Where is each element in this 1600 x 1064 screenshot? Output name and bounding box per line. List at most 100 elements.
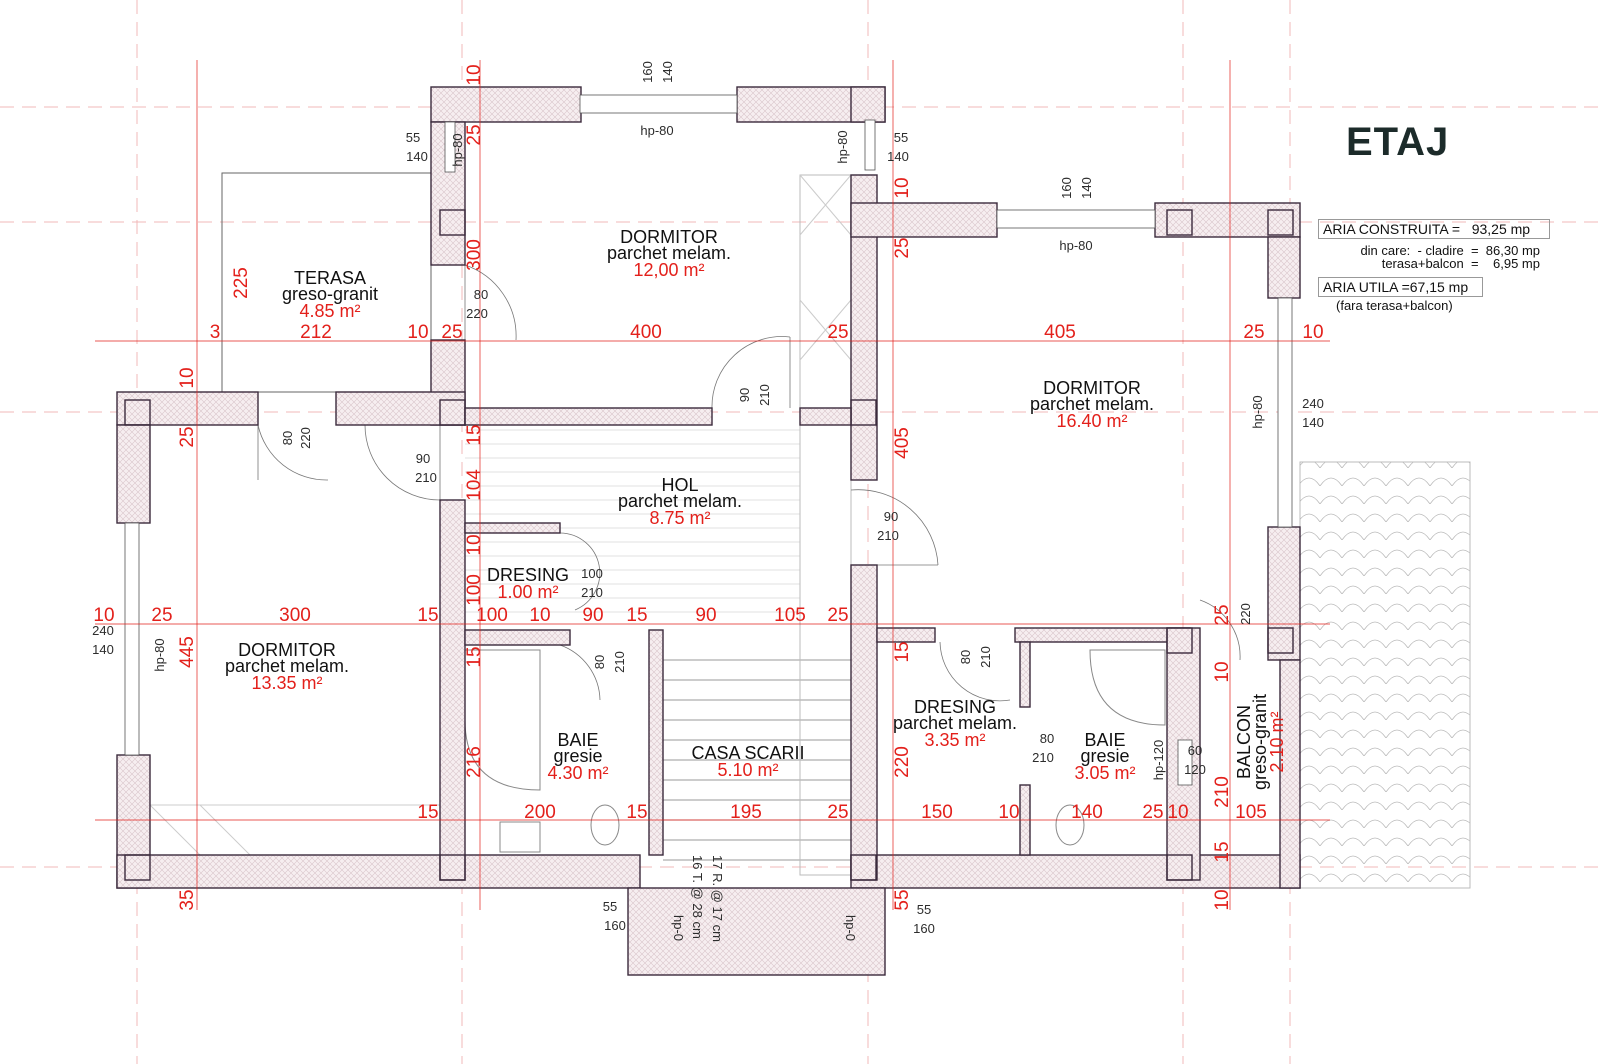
wall	[1267, 236, 1301, 299]
column	[1166, 209, 1193, 236]
column	[1166, 854, 1193, 881]
dimension-label: 25	[441, 322, 462, 343]
dimension-label: 15	[626, 802, 647, 823]
dimension-label: 10	[529, 605, 550, 626]
dimension-label: 25	[464, 124, 485, 145]
room-area: 3.05 m²	[1074, 763, 1135, 783]
room-area: 16.40 m²	[1056, 411, 1127, 431]
room-finish: parchet melam.	[618, 491, 742, 511]
annotation-label: 16 T. @ 28 cm	[690, 855, 705, 939]
usable-area-box: ARIA UTILA =67,15 mp	[1318, 277, 1483, 297]
dimension-label: 10	[892, 177, 913, 198]
dimension-label: 25	[151, 605, 172, 626]
dimension-label: 25	[1142, 802, 1163, 823]
dimension-label: 10	[1212, 661, 1233, 682]
annotation-label: 90	[737, 388, 752, 402]
room-name: HOL	[661, 475, 698, 495]
dimension-label: 10	[998, 802, 1019, 823]
dimension-label: 300	[464, 239, 485, 271]
window	[124, 522, 140, 756]
annotation-label: 140	[406, 149, 428, 164]
room-name: DORMITOR	[238, 640, 336, 660]
column	[439, 399, 466, 426]
wall	[1154, 202, 1301, 238]
dimension-label: 100	[476, 605, 508, 626]
column	[124, 399, 151, 426]
wall	[464, 629, 571, 646]
column	[439, 209, 466, 236]
usable-area-note: (fara terasa+balcon)	[1336, 298, 1453, 313]
room-area: 13.35 m²	[251, 673, 322, 693]
toilet	[590, 804, 620, 846]
annotation-label: 120	[1184, 762, 1206, 777]
stair-void	[799, 174, 852, 876]
dimension-label: 10	[407, 322, 428, 343]
floor-title: ETAJ	[1346, 120, 1450, 164]
room-name: BALCON	[1234, 705, 1254, 779]
dimension-label: 15	[892, 641, 913, 662]
wall	[1279, 659, 1301, 889]
wall	[850, 86, 886, 123]
annotation-label: 140	[1302, 415, 1324, 430]
dimension-label: 105	[774, 605, 806, 626]
annotation-label: 55	[894, 130, 908, 145]
room-finish: gresie	[1080, 746, 1129, 766]
window	[864, 119, 876, 171]
wall	[430, 86, 582, 123]
dimension-label: 200	[524, 802, 556, 823]
column	[850, 854, 877, 881]
annotation-label: hp-80	[835, 130, 850, 163]
dimension-label: 10	[1212, 889, 1233, 910]
toilet	[1055, 804, 1085, 846]
annotation-label: 17 R. @ 17 cm	[710, 855, 725, 942]
dimension-label: 25	[827, 802, 848, 823]
dimension-label: 10	[177, 367, 198, 388]
built-area-box: ARIA CONSTRUITA = 93,25 mp	[1318, 219, 1550, 239]
window	[1177, 739, 1193, 786]
wall	[464, 407, 713, 426]
dimension-label: 10	[464, 64, 485, 85]
dimension-label: 195	[730, 802, 762, 823]
window	[1277, 297, 1293, 528]
dimension-label: 3	[210, 322, 221, 343]
door-swing	[711, 336, 791, 409]
door-swing	[464, 264, 517, 341]
door-swing	[257, 424, 329, 481]
wall	[648, 629, 664, 856]
annotation-label: 80	[1040, 731, 1054, 746]
annotation-label: 240	[92, 623, 114, 638]
room-name: BAIE	[557, 730, 598, 750]
room-name: DORMITOR	[620, 227, 718, 247]
annotation-label: 55	[406, 130, 420, 145]
room-finish: parchet melam.	[225, 656, 349, 676]
dimension-label: 212	[300, 322, 332, 343]
annotation-label: 160	[913, 921, 935, 936]
room-finish: parchet melam.	[1030, 394, 1154, 414]
dimension-label: 104	[464, 469, 485, 501]
dimension-label: 25	[827, 605, 848, 626]
annotation-label: 80	[958, 650, 973, 664]
room-finish: greso-granit	[1250, 694, 1270, 790]
dimension-label: 15	[1212, 841, 1233, 862]
dimension-label: 90	[695, 605, 716, 626]
room-area: 5.10 m²	[717, 760, 778, 780]
column	[1267, 627, 1294, 654]
door-swing	[939, 641, 1011, 702]
balcony-tiles	[1299, 461, 1471, 889]
terrace-outline	[221, 172, 432, 393]
sink	[499, 821, 541, 853]
room-name: DRESING	[487, 565, 569, 585]
door-swing	[559, 532, 601, 611]
door-swing	[364, 424, 441, 501]
room-name: DRESING	[914, 697, 996, 717]
annotation-label: 210	[415, 470, 437, 485]
dimension-label: 225	[231, 267, 252, 299]
dimension-label: 220	[892, 746, 913, 778]
dimension-label: 15	[626, 605, 647, 626]
wall	[116, 854, 641, 889]
column	[850, 399, 877, 426]
dimension-label: 35	[177, 889, 198, 910]
